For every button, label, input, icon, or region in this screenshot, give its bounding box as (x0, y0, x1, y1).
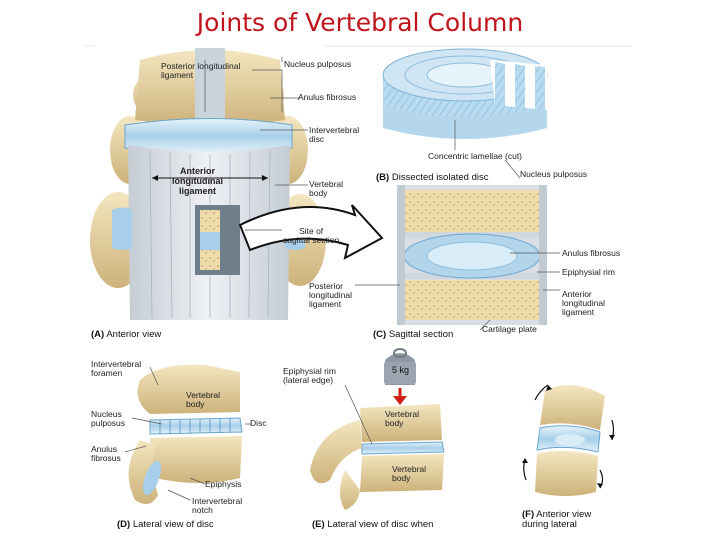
label-intervertebral-notch: Intervertebral notch (192, 496, 243, 515)
caption-dissected-disc: (B) Dissected isolated disc (376, 172, 489, 183)
label-weight: 5 kg (392, 365, 410, 375)
caption-sagittal-section: (C) Sagittal section (373, 329, 454, 340)
label-disc-d: Disc (250, 418, 267, 428)
caption-anterior-view-lateral: (F) Anterior view during lateral (522, 509, 592, 530)
label-vertebral-body-d: Vertebral body (186, 390, 221, 409)
label-anterior-longitudinal-ligament-c: Anterior longitudinal ligament (562, 289, 606, 317)
anterior-view-illustration (90, 40, 384, 330)
label-anterior-longitudinal-ligament: Anterior longitudinal ligament (172, 166, 223, 196)
label-nucleus-pulposus-c: Nucleus pulposus (520, 169, 588, 179)
dissected-disc-illustration (382, 48, 548, 179)
label-epiphysial-rim-lateral: Epiphysial rim (lateral edge) (283, 366, 336, 385)
page-title: Joints of Vertebral Column (196, 8, 524, 37)
label-posterior-longitudinal-ligament-c: Posterior longitudinal ligament (309, 281, 353, 309)
label-intervertebral-disc: Intervertebral disc (309, 125, 360, 144)
caption-lateral-view-disc: (D) Lateral view of disc (117, 519, 214, 530)
label-anulus-fibrosus-d: Anulus fibrosus (91, 444, 121, 463)
caption-anterior-view: (A) Anterior view (91, 329, 162, 340)
label-concentric-lamellae: Concentric lamellae (cut) (428, 151, 523, 161)
label-intervertebral-foramen: Intervertebral foramen (91, 359, 142, 378)
caption-lateral-view-disc-when: (E) Lateral view of disc when (312, 519, 434, 530)
lateral-view-disc-illustration (124, 364, 252, 504)
anterior-view-lateral-illustration (522, 384, 615, 496)
label-vertebral-body-e2: Vertebral body (392, 464, 427, 483)
label-vertebral-body-e1: Vertebral body (385, 409, 420, 428)
label-site-of-sagittal-section: Site of sagittal section (283, 226, 340, 245)
label-epiphysis: Epiphysis (205, 479, 242, 489)
label-anulus-fibrosus-c: Anulus fibrosus (562, 248, 621, 258)
label-epiphysial-rim: Epiphysial rim (562, 267, 615, 277)
lateral-view-disc-when-illustration (310, 348, 445, 510)
label-posterior-longitudinal-ligament: Posterior longitudinal ligament (161, 61, 241, 80)
label-vertebral-body: Vertebral body (309, 179, 344, 198)
label-cartilage-plate: Cartilage plate (482, 324, 537, 334)
label-nucleus-pulposus-d: Nucleus pulposus (91, 409, 126, 428)
label-anulus-fibrosus-a: Anulus fibrosus (298, 92, 357, 102)
sagittal-section-illustration (355, 185, 560, 331)
label-nucleus-pulposus-a: Nucleus pulposus (284, 59, 352, 69)
